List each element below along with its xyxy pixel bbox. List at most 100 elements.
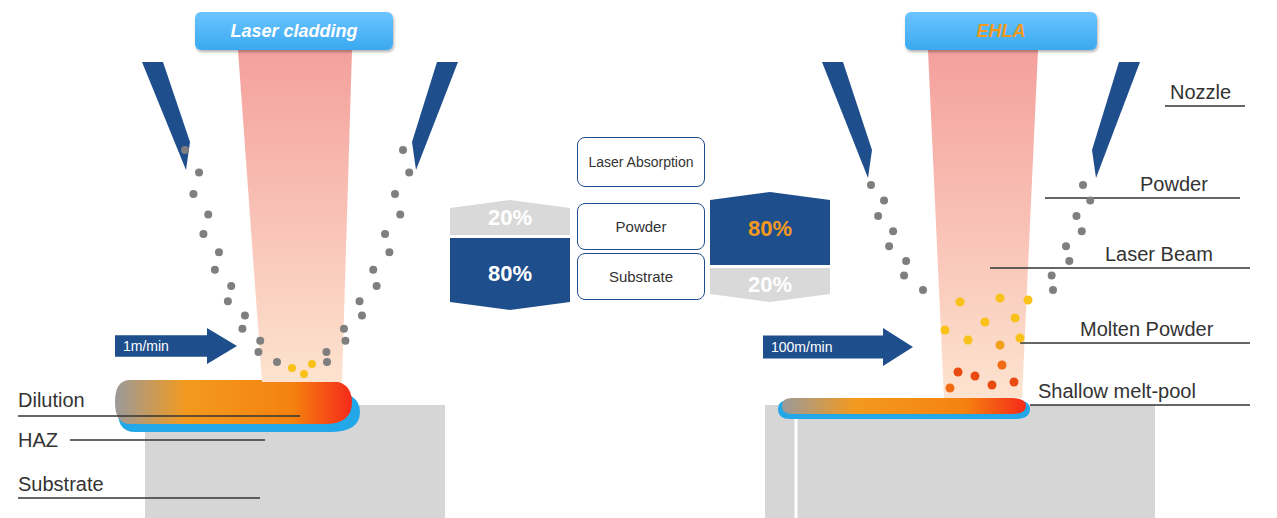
powder-dot xyxy=(1078,227,1086,235)
molten-dot xyxy=(996,294,1005,303)
node-text: Powder xyxy=(616,218,667,235)
molten-dot xyxy=(288,364,296,372)
part-label: Shallow melt-pool xyxy=(1038,379,1196,403)
substrate-block xyxy=(765,405,1155,518)
molten-dot xyxy=(946,384,955,393)
powder-dot xyxy=(224,297,232,305)
part-label: Powder xyxy=(1140,172,1208,196)
title-box: Laser cladding xyxy=(195,12,393,50)
molten-dot xyxy=(300,370,308,378)
speed-arrow: 1m/min xyxy=(115,328,237,364)
molten-dot xyxy=(1010,378,1019,387)
molten-dot xyxy=(956,298,965,307)
powder-dot xyxy=(215,248,223,256)
shape-fill xyxy=(763,328,913,366)
category-box: Laser Absorption xyxy=(577,137,705,187)
node-text: 80% xyxy=(748,216,792,242)
clad-track xyxy=(115,380,352,424)
powder-dot xyxy=(385,248,393,256)
melt-pool xyxy=(782,398,1026,414)
powder-dot xyxy=(405,169,413,177)
powder-dot xyxy=(900,272,908,280)
powder-dot xyxy=(322,348,330,356)
powder-dot xyxy=(358,312,366,320)
powder-dot xyxy=(399,146,407,154)
speed-arrow: 100m/min xyxy=(763,328,913,366)
molten-dot xyxy=(941,326,950,335)
shape-fill xyxy=(450,200,570,235)
powder-dot xyxy=(885,242,893,250)
molten-dot xyxy=(964,336,973,345)
powder-dot xyxy=(204,211,212,219)
molten-dot xyxy=(988,381,997,390)
part-label: Molten Powder xyxy=(1080,317,1213,341)
molten-dot xyxy=(308,360,316,368)
powder-dot xyxy=(254,348,262,356)
powder-dot xyxy=(880,197,888,205)
molten-dot xyxy=(998,361,1007,370)
powder-dot xyxy=(341,337,349,345)
title-box: EHLA xyxy=(905,12,1097,50)
shape-fill xyxy=(710,268,830,302)
powder-dot xyxy=(1065,257,1073,265)
percent-tag: 20% xyxy=(450,200,570,235)
powder-dot xyxy=(889,227,897,235)
title-text: EHLA xyxy=(977,21,1026,42)
powder-dot xyxy=(381,230,389,238)
part-label: Substrate xyxy=(18,472,104,496)
powder-dot xyxy=(1062,242,1070,250)
molten-dot xyxy=(971,372,980,381)
molten-dot xyxy=(996,341,1005,350)
molten-dot xyxy=(1024,296,1033,305)
powder-dot xyxy=(396,211,404,219)
category-box: Powder xyxy=(577,203,705,250)
powder-dot xyxy=(340,325,348,333)
powder-dot xyxy=(373,282,381,290)
shape-fill xyxy=(115,328,237,364)
powder-dot xyxy=(211,266,219,274)
leader-lines xyxy=(18,106,1250,498)
molten-dot xyxy=(1016,334,1025,343)
nozzle xyxy=(142,62,190,170)
node-text: 20% xyxy=(488,205,532,231)
powder-dot xyxy=(323,358,331,366)
molten-dot xyxy=(1011,314,1020,323)
powder-dot xyxy=(238,325,246,333)
node-text: Substrate xyxy=(609,268,673,285)
nozzle xyxy=(1092,62,1140,178)
nozzle xyxy=(822,62,872,178)
powder-dot xyxy=(189,190,197,198)
shape-fill xyxy=(450,238,570,310)
powder-dot xyxy=(391,190,399,198)
category-box: Substrate xyxy=(577,253,705,300)
node-text: Laser Absorption xyxy=(588,154,693,170)
part-label: Laser Beam xyxy=(1105,242,1213,266)
molten-dot xyxy=(981,318,990,327)
powder-dot xyxy=(919,286,927,294)
powder-dot xyxy=(256,337,264,345)
percent-tag: 20% xyxy=(710,268,830,302)
percent-tag: 80% xyxy=(710,192,830,265)
powder-dot xyxy=(227,282,235,290)
part-label: Nozzle xyxy=(1170,80,1231,104)
laser-beam xyxy=(238,50,352,382)
powder-dot xyxy=(369,266,377,274)
powder-dot xyxy=(1049,286,1057,294)
part-label: Dilution xyxy=(18,388,85,412)
speed-label: 100m/min xyxy=(771,339,832,355)
molten-dot xyxy=(954,368,963,377)
powder-dot xyxy=(181,146,189,154)
laser-beam xyxy=(928,50,1038,398)
powder-dot xyxy=(273,358,281,366)
part-label: HAZ xyxy=(18,428,58,452)
nozzle xyxy=(412,62,458,170)
powder-dot xyxy=(195,169,203,177)
node-text: 80% xyxy=(488,261,532,287)
percent-tag: 80% xyxy=(450,238,570,310)
powder-dot xyxy=(356,297,364,305)
powder-dot xyxy=(1079,181,1087,189)
powder-dot xyxy=(241,312,249,320)
node-text: 20% xyxy=(748,272,792,298)
powder-dot xyxy=(867,181,875,189)
